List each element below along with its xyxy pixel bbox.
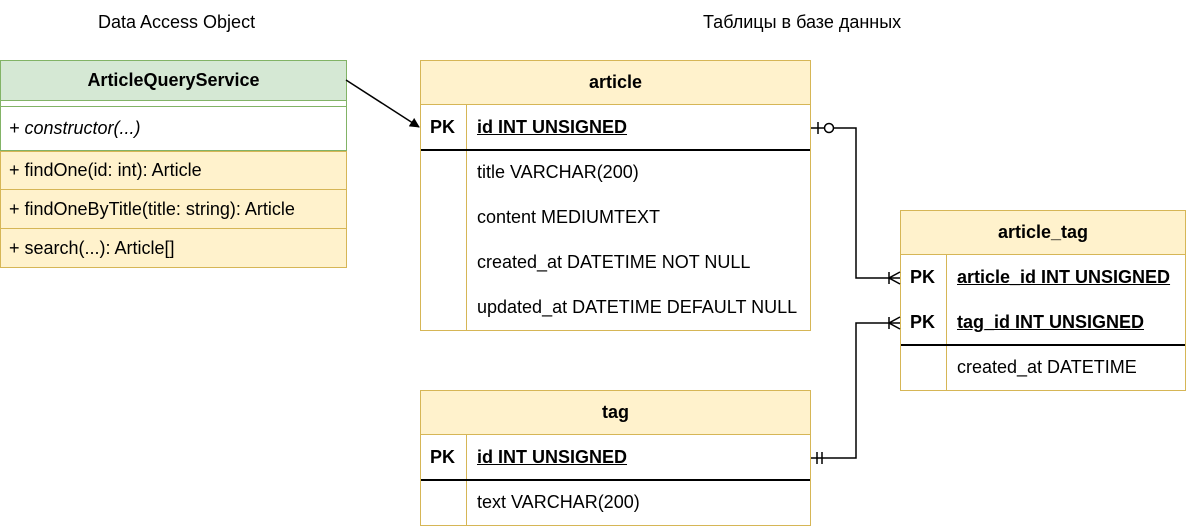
column-row: title VARCHAR(200) [421,150,810,195]
article-table: article PK id INT UNSIGNED title VARCHAR… [420,60,811,331]
column-name: updated_at DATETIME DEFAULT NULL [477,297,798,317]
column-name: created_at DATETIME [957,357,1137,377]
pk-column: tag_id INT UNSIGNED [957,312,1145,332]
pk-label: PK [430,447,456,467]
column-name: text VARCHAR(200) [477,492,640,512]
tag-relation [811,316,901,464]
pk-row: PK tag_id INT UNSIGNED [901,300,1185,345]
pk-row: PK id INT UNSIGNED [421,105,810,150]
method-search: + search(...): Article[] [0,229,347,268]
article-relation [811,122,901,285]
method-find-one-by-title: + findOneByTitle(title: string): Article [0,190,347,229]
method-find-one: + findOne(id: int): Article [0,151,347,190]
article-tag-table: article_tag PK article_id INT UNSIGNED P… [900,210,1186,391]
method-constructor: + constructor(...) [0,107,347,151]
pk-row: PK id INT UNSIGNED [421,435,810,480]
column-row: text VARCHAR(200) [421,480,810,525]
class-attributes-compartment [0,101,347,107]
pk-row: PK article_id INT UNSIGNED [901,255,1185,300]
column-row: content MEDIUMTEXT [421,195,810,240]
pk-label: PK [910,312,936,332]
column-row: updated_at DATETIME DEFAULT NULL [421,285,810,330]
column-name: created_at DATETIME NOT NULL [477,252,751,272]
tag-table: tag PK id INT UNSIGNED text VARCHAR(200) [420,390,811,526]
pk-column: id INT UNSIGNED [477,447,628,467]
table-name: article_tag [900,210,1186,255]
article-query-service-class: ArticleQueryService + constructor(...) +… [0,60,347,269]
dao-label: Data Access Object [98,12,256,32]
table-name: tag [420,390,811,435]
pk-column: id INT UNSIGNED [477,117,628,137]
pk-label: PK [910,267,936,287]
dao-arrow [345,79,420,128]
class-name: ArticleQueryService [0,60,347,101]
pk-label: PK [430,117,456,137]
table-name: article [420,60,811,105]
column-name: title VARCHAR(200) [477,162,639,182]
pk-column: article_id INT UNSIGNED [957,267,1171,287]
column-row: created_at DATETIME [901,345,1185,390]
tables-label: Таблицы в базе данных [703,12,902,32]
column-name: content MEDIUMTEXT [477,207,661,227]
column-row: created_at DATETIME NOT NULL [421,240,810,285]
